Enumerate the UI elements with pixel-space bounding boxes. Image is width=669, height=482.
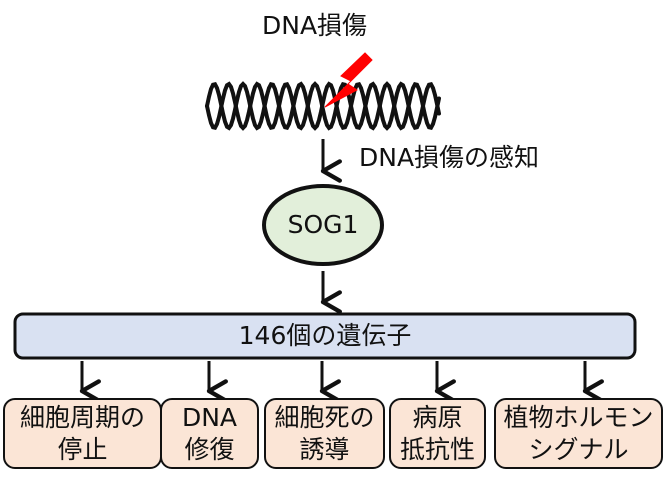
outcome-label-pathogen-resistance: 病原 抵抗性 bbox=[399, 402, 475, 464]
outcome-box-cell-death bbox=[264, 398, 385, 469]
outcome-box-hormone-signal bbox=[494, 398, 663, 469]
outcome-label-dna-repair: DNA 修復 bbox=[181, 402, 238, 464]
outcome-box-pathogen-resistance bbox=[389, 398, 486, 469]
dna-strand-b bbox=[205, 81, 441, 131]
lightning-bolt-icon bbox=[324, 52, 373, 108]
gene-bar-label: 146個の遺伝子 bbox=[238, 321, 412, 350]
dna-double-helix bbox=[205, 81, 441, 131]
outcome-label-cell-death: 細胞死の 誘導 bbox=[274, 402, 375, 464]
gene-bar bbox=[13, 312, 637, 360]
outcome-box-dna-repair bbox=[160, 398, 259, 469]
outcome-label-hormone-signal: 植物ホルモン シグナル bbox=[503, 402, 654, 464]
outcome-label-cell-cycle-arrest: 細胞周期の 停止 bbox=[19, 402, 145, 464]
sog1-node bbox=[262, 184, 384, 266]
dna-damage-title: DNA損傷 bbox=[262, 11, 368, 40]
sog1-label: SOG1 bbox=[287, 210, 359, 239]
dna-damage-sensing-label: DNA損傷の感知 bbox=[359, 143, 540, 172]
